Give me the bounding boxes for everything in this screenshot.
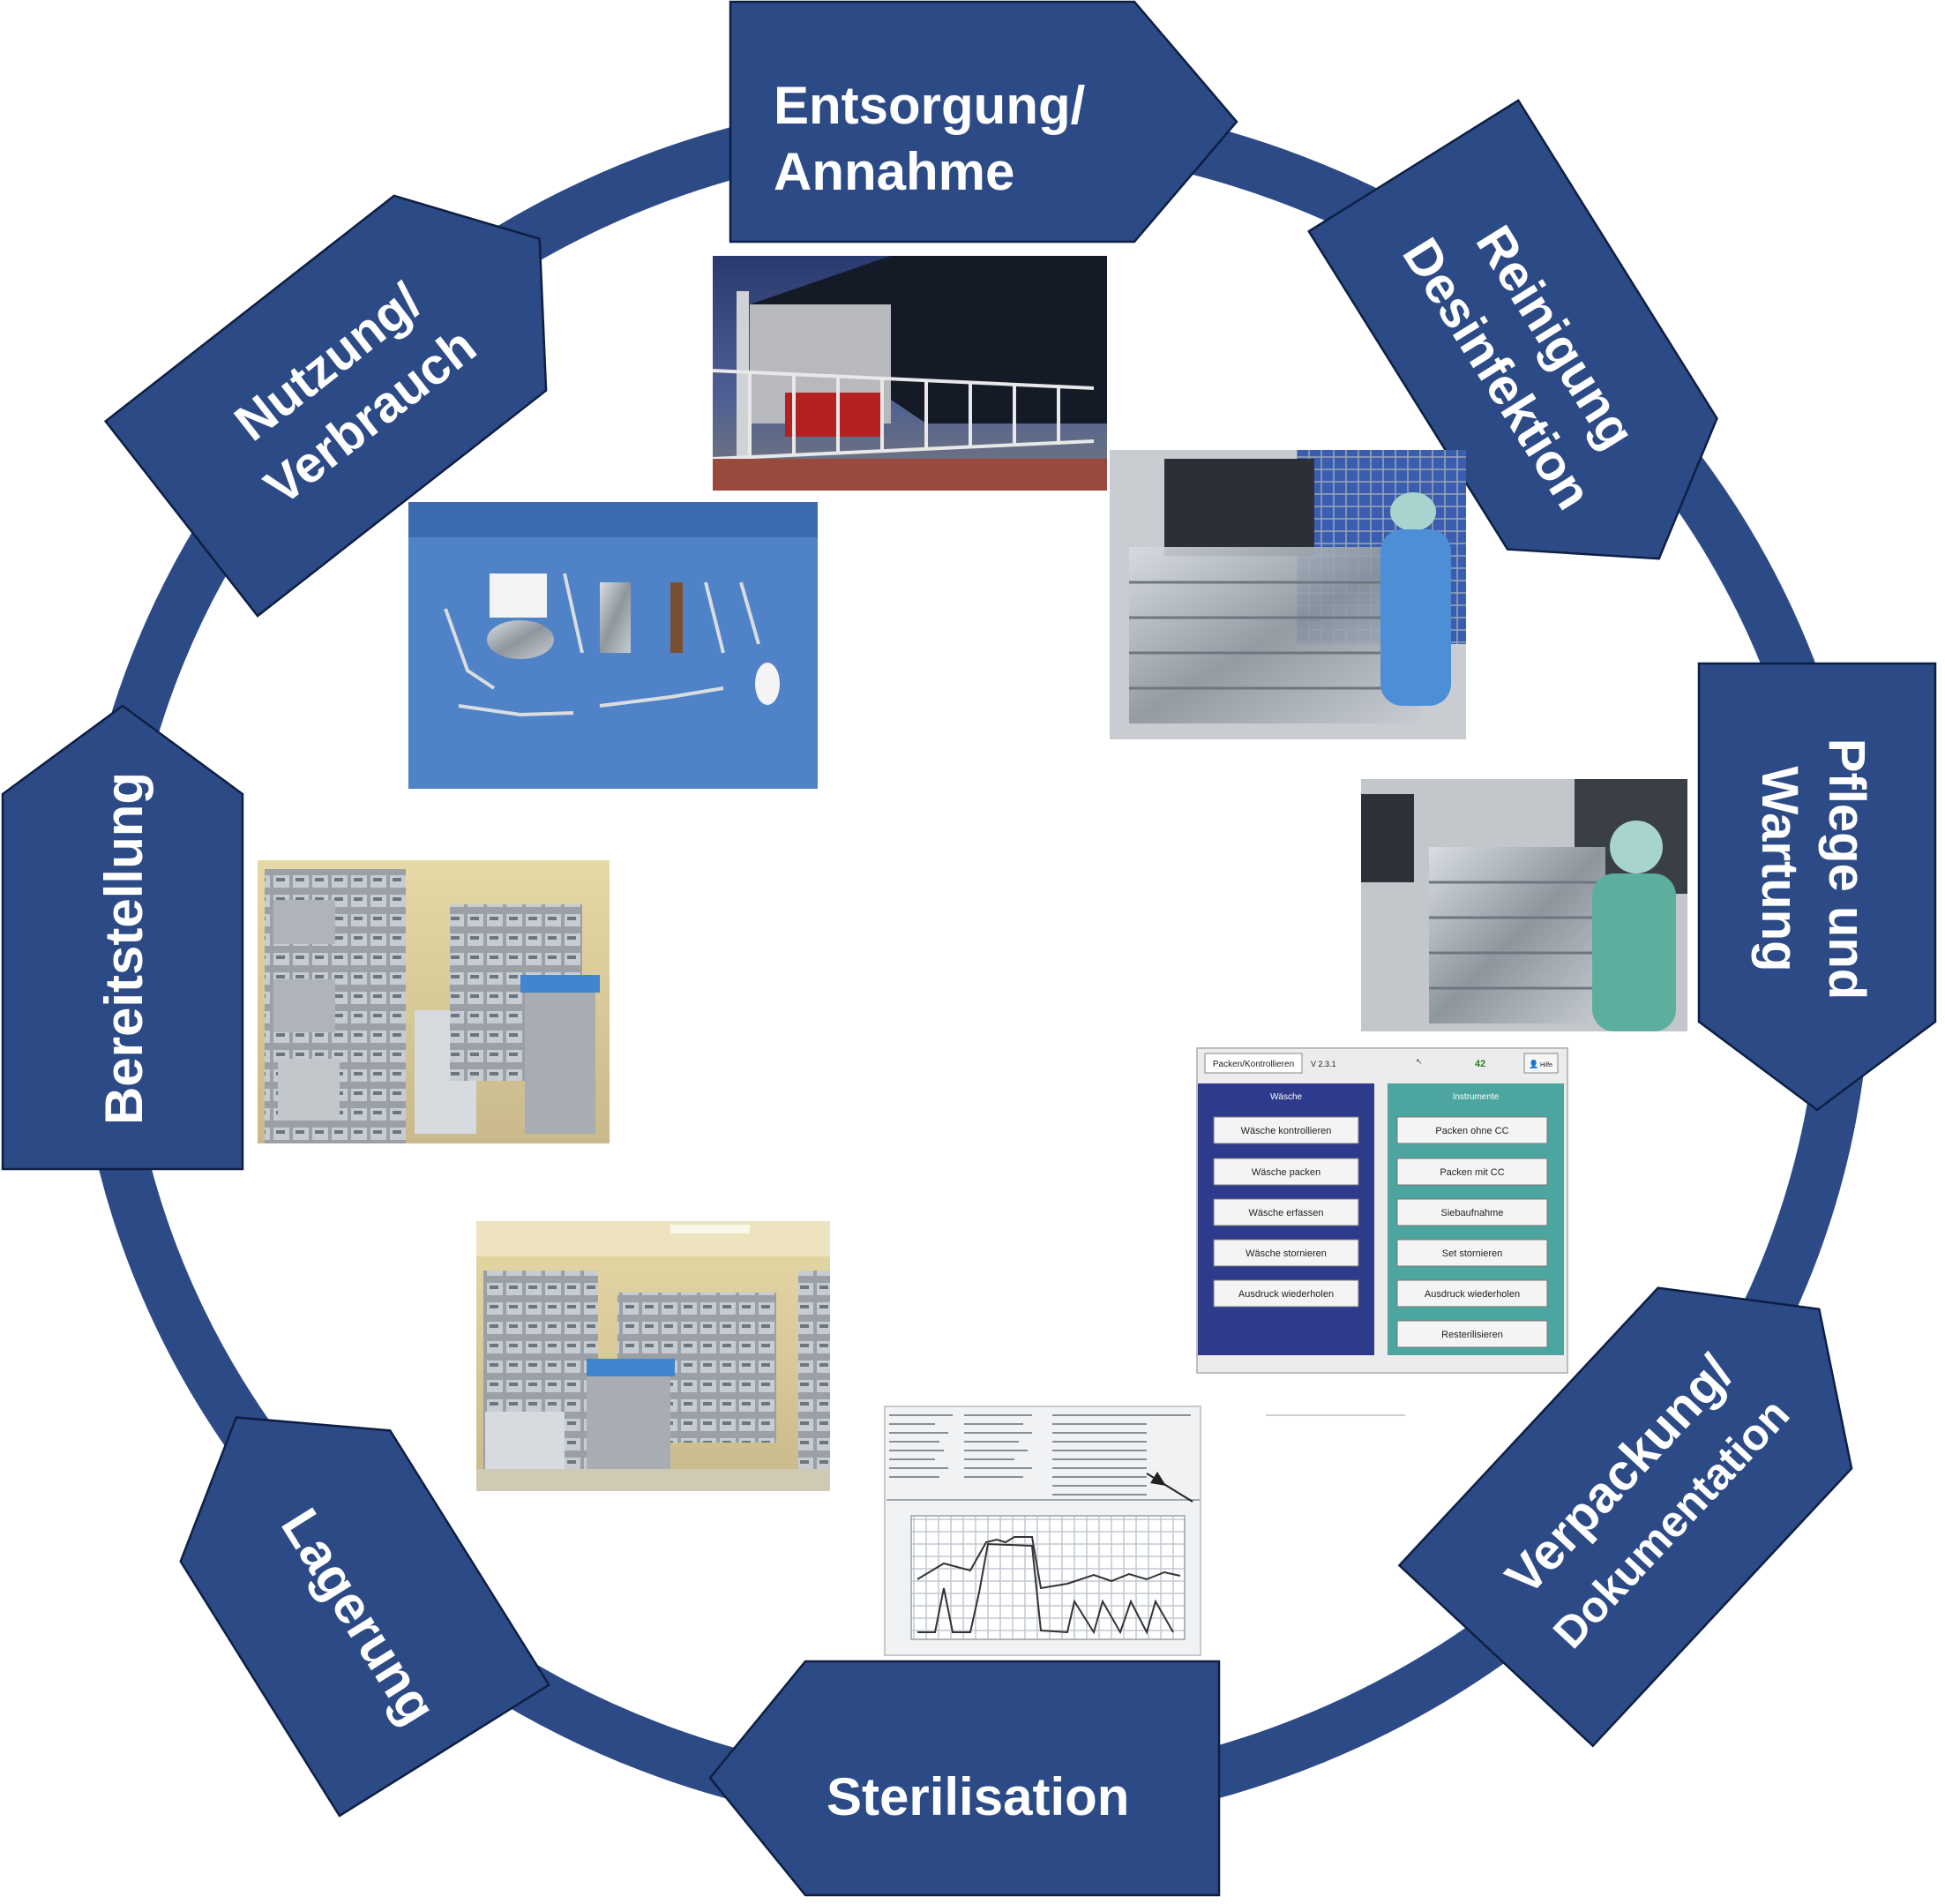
- step-lagerung: Lagerung: [179, 1416, 551, 1818]
- step-sterilisation: Sterilisation: [708, 1660, 1221, 1897]
- waesche-packen-label: Wäsche packen: [1252, 1167, 1320, 1178]
- waesche-kontrollieren-button[interactable]: [1213, 1116, 1359, 1144]
- step-bereitstellung-label: Bereitstellung: [94, 772, 153, 1125]
- set-stornieren-label: Set stornieren: [1442, 1248, 1502, 1259]
- instrumente-ausdruck-button[interactable]: [1396, 1279, 1548, 1308]
- packen-mit-cc-button[interactable]: [1396, 1158, 1548, 1186]
- count-label: 42: [1475, 1059, 1485, 1069]
- waesche-button-list: Wäsche kontrollieren Wäsche packen Wäsch…: [1213, 1116, 1359, 1308]
- photo-reinigung: [1110, 450, 1466, 739]
- packen-ohne-cc-label: Packen ohne CC: [1435, 1126, 1508, 1136]
- cursor-icon: ↖: [1416, 1057, 1423, 1066]
- photo-nutzung-instruments: [408, 502, 818, 789]
- waesche-ausdruck-button[interactable]: [1213, 1279, 1359, 1308]
- instrumente-button-list: Packen ohne CC Packen mit CC Siebaufnahm…: [1396, 1116, 1548, 1348]
- waesche-packen-button[interactable]: [1213, 1158, 1359, 1186]
- step-pflege-wartung: Pflege und Wartung: [1697, 662, 1937, 1112]
- step-sterilisation-label: Sterilisation: [827, 1767, 1129, 1826]
- version-label: V 2.3.1: [1311, 1060, 1336, 1068]
- panel-waesche-title: Wäsche: [1270, 1092, 1303, 1102]
- help-button-label: Hilfe: [1540, 1062, 1552, 1068]
- siebaufnahme-label: Siebaufnahme: [1441, 1208, 1504, 1218]
- waesche-kontrollieren-label: Wäsche kontrollieren: [1241, 1126, 1332, 1136]
- waesche-stornieren-button[interactable]: [1213, 1239, 1359, 1267]
- step-entsorgung-line2: Annahme: [774, 142, 1014, 201]
- waesche-erfassen-label: Wäsche erfassen: [1249, 1208, 1324, 1218]
- resterilisieren-label: Resterilisieren: [1441, 1330, 1503, 1340]
- siebaufnahme-button[interactable]: [1396, 1198, 1548, 1226]
- panel-instrumente-title: Instrumente: [1453, 1092, 1500, 1102]
- step-nutzung-verbrauch: Nutzung/ Verbrauch: [103, 194, 548, 618]
- photo-bereitstellung-racks: [258, 860, 610, 1143]
- packen-mit-cc-label: Packen mit CC: [1440, 1167, 1504, 1178]
- step-pflege-line1: Pflege und: [1818, 738, 1875, 1000]
- photo-sterilisation-protocol: [884, 1406, 1201, 1656]
- help-button[interactable]: [1523, 1053, 1559, 1074]
- photo-entsorgung: [712, 256, 1107, 491]
- step-bereitstellung: Bereitstellung: [1, 704, 244, 1171]
- waesche-ausdruck-label: Ausdruck wiederholen: [1238, 1289, 1334, 1300]
- packen-ohne-cc-button[interactable]: [1396, 1116, 1548, 1144]
- photo-lagerung-storage: [476, 1221, 830, 1491]
- arrow-pointer-head: [1150, 1472, 1166, 1486]
- tab-packen-kontrollieren[interactable]: Packen/Kontrollieren: [1213, 1060, 1294, 1069]
- step-verpackung-dokumentation: Verpackung/ Dokumentation: [1397, 1286, 1853, 1748]
- instrumente-ausdruck-label: Ausdruck wiederholen: [1425, 1289, 1520, 1300]
- step-entsorgung-line1: Entsorgung/: [774, 76, 1086, 135]
- photo-pflege: [1361, 779, 1687, 1031]
- software-screenshot: Packen/Kontrollieren V 2.3.1 ↖ 42 👤 Hilf…: [1196, 1047, 1568, 1374]
- user-icon: 👤: [1529, 1059, 1538, 1069]
- resterilisieren-button[interactable]: [1396, 1320, 1548, 1348]
- set-stornieren-button[interactable]: [1396, 1239, 1548, 1267]
- step-pflege-line2: Wartung: [1751, 766, 1808, 971]
- step-entsorgung-annahme: Entsorgung/ Annahme: [729, 0, 1238, 244]
- waesche-stornieren-label: Wäsche stornieren: [1246, 1248, 1327, 1259]
- waesche-erfassen-button[interactable]: [1213, 1198, 1359, 1226]
